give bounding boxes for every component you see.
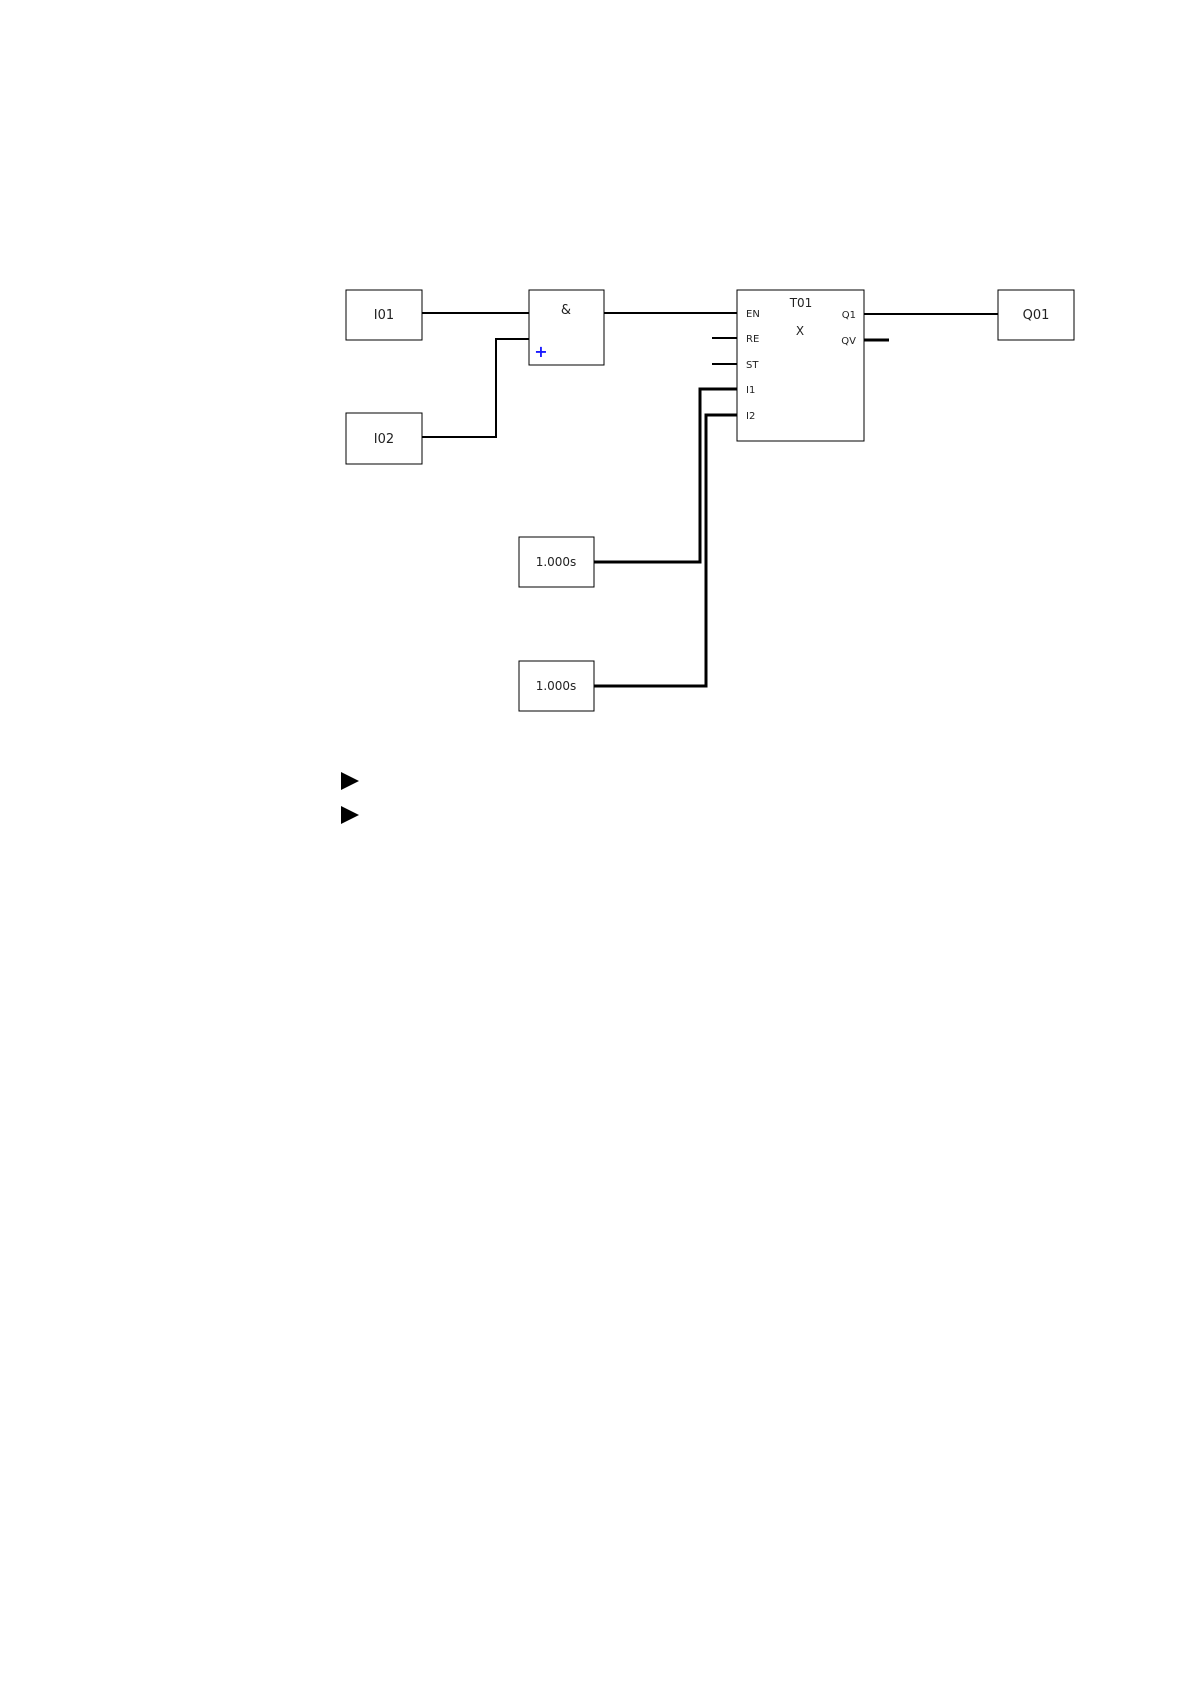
add-input-plus-icon[interactable]: + <box>534 342 547 361</box>
output-block-q01[interactable]: Q01 <box>998 290 1074 340</box>
timer-input-i2: I2 <box>746 411 755 422</box>
timer-block-t01[interactable]: T01 X EN RE ST I1 I2 Q1 QV <box>737 290 864 441</box>
and-gate-block[interactable]: & + <box>529 290 604 365</box>
timer-block-name: T01 <box>789 296 813 310</box>
triangle-right-icon <box>341 806 359 824</box>
timer-input-st: ST <box>746 360 759 371</box>
constant-block-2[interactable]: 1.000s <box>519 661 594 711</box>
input-block-i02-label: I02 <box>374 432 394 447</box>
timer-input-re: RE <box>746 334 759 345</box>
constant-block-1[interactable]: 1.000s <box>519 537 594 587</box>
wire-const2-to-timer-i2 <box>594 415 737 686</box>
input-block-i02[interactable]: I02 <box>346 413 422 464</box>
constant-block-1-label: 1.000s <box>536 555 577 569</box>
timer-output-q1: Q1 <box>842 310 856 321</box>
wire-i02-to-and <box>422 339 529 437</box>
constant-block-2-label: 1.000s <box>536 679 577 693</box>
input-block-i01-label: I01 <box>374 308 394 323</box>
timer-output-qv: QV <box>841 336 856 347</box>
timer-input-en: EN <box>746 309 760 320</box>
triangle-right-icon <box>341 772 359 790</box>
timer-block-mode: X <box>796 324 804 338</box>
input-block-i01[interactable]: I01 <box>346 290 422 340</box>
and-gate-symbol: & <box>561 303 571 318</box>
wires <box>422 313 998 686</box>
output-block-q01-label: Q01 <box>1023 308 1050 323</box>
timer-input-i1: I1 <box>746 385 755 396</box>
